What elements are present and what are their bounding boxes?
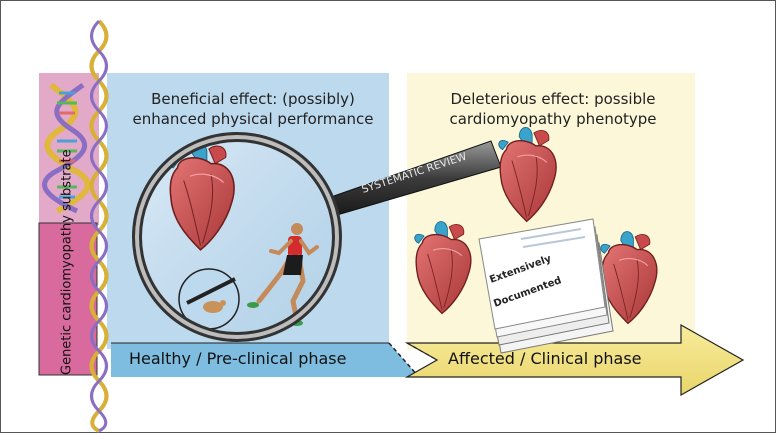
beneficial-effect-label: Beneficial effect: (possibly) enhanced p…	[132, 90, 374, 128]
substrate-label-panel	[38, 222, 98, 376]
deleterious-effect-label: Deleterious effect: possible cardiomyopa…	[449, 90, 657, 128]
dna-strand-icon	[89, 19, 109, 433]
genetic-substrate-label-box: Genetic cardiomyopathy substrate	[39, 149, 95, 375]
mouse-icon	[203, 301, 223, 313]
healthy-phase-label: Healthy / Pre-clinical phase	[129, 349, 347, 368]
healthy-phase-bar	[111, 343, 419, 377]
clinical-phase-label: Affected / Clinical phase	[448, 349, 642, 368]
dna-helix-icon	[42, 82, 91, 214]
magnifying-glass	[132, 132, 342, 342]
genetic-substrate-label: Genetic cardiomyopathy substrate	[59, 149, 75, 375]
clinical-phase-arrow	[404, 323, 745, 397]
document-stack-icon: Extensively Documented	[478, 218, 614, 354]
